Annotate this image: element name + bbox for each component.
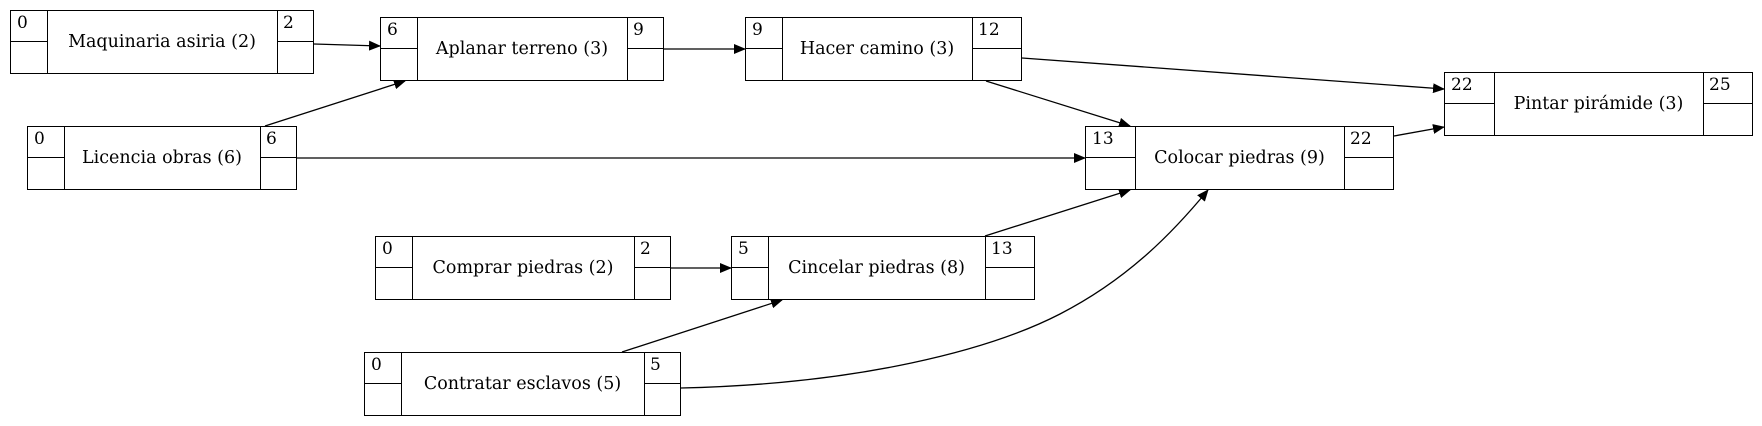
node-early-start: 0 xyxy=(365,353,401,384)
node-late-start-slot xyxy=(365,384,401,415)
node-divider-left xyxy=(1135,127,1136,189)
node-divider-left xyxy=(417,18,418,80)
node-late-start-slot xyxy=(381,49,417,80)
node-late-finish-slot xyxy=(972,49,1021,80)
node-divider-left xyxy=(782,18,783,80)
node-early-start: 0 xyxy=(376,237,412,268)
node-late-start-slot xyxy=(746,49,782,80)
node-early-start: 5 xyxy=(732,237,768,268)
node-late-finish-slot xyxy=(634,268,670,299)
node-late-start-slot xyxy=(1445,104,1494,135)
node-divider-left xyxy=(47,11,48,73)
node-late-finish-slot xyxy=(277,42,313,73)
node-divider-right xyxy=(985,237,986,299)
node-early-start: 9 xyxy=(746,18,782,49)
node-early-finish: 2 xyxy=(634,237,670,268)
node-divider-left xyxy=(412,237,413,299)
node-divider-right xyxy=(634,237,635,299)
node-label: Licencia obras (6) xyxy=(82,148,242,168)
edge-licencia-to-aplanar xyxy=(264,79,406,127)
node-label: Comprar piedras (2) xyxy=(432,258,614,278)
node-label: Contratar esclavos (5) xyxy=(423,374,622,394)
node-late-finish-slot xyxy=(1344,158,1393,189)
edge-camino-to-colocar xyxy=(985,80,1131,128)
node-divider-right xyxy=(260,127,261,189)
node-late-finish-slot xyxy=(627,49,663,80)
node-early-start: 0 xyxy=(28,127,64,158)
node-label: Cincelar piedras (8) xyxy=(788,258,965,278)
edge-colocar-to-pintar xyxy=(1393,124,1445,137)
node-divider-left xyxy=(768,237,769,299)
node-label: Aplanar terreno (3) xyxy=(435,39,609,59)
edge-maquinaria-to-aplanar xyxy=(313,40,381,51)
node-early-finish: 5 xyxy=(644,353,680,384)
node-divider-right xyxy=(277,11,278,73)
node-late-start-slot xyxy=(376,268,412,299)
node-divider-right xyxy=(1703,73,1704,135)
node-divider-right xyxy=(644,353,645,415)
edge-cincelar-to-colocar xyxy=(984,188,1131,237)
node-early-finish: 12 xyxy=(972,18,1021,49)
node-early-finish: 6 xyxy=(260,127,296,158)
node-early-finish: 22 xyxy=(1344,127,1393,158)
node-late-start-slot xyxy=(1086,158,1135,189)
node-early-finish: 25 xyxy=(1703,73,1752,104)
node-late-start-slot xyxy=(732,268,768,299)
node-late-finish-slot xyxy=(985,268,1034,299)
node-label: Maquinaria asiria (2) xyxy=(68,32,256,52)
node-label: Colocar piedras (9) xyxy=(1154,148,1325,168)
node-early-finish: 13 xyxy=(985,237,1034,268)
edge-contratar-to-colocar xyxy=(680,189,1209,389)
node-late-start-slot xyxy=(28,158,64,189)
node-divider-left xyxy=(401,353,402,415)
node-late-start-slot xyxy=(11,42,47,73)
node-divider-right xyxy=(972,18,973,80)
node-divider-right xyxy=(1344,127,1345,189)
node-late-finish-slot xyxy=(1703,104,1752,135)
node-label: Pintar pirámide (3) xyxy=(1513,94,1684,114)
edge-contratar-to-cincelar xyxy=(621,298,783,353)
node-early-start: 13 xyxy=(1086,127,1135,158)
node-late-finish-slot xyxy=(260,158,296,189)
node-early-start: 6 xyxy=(381,18,417,49)
node-label: Hacer camino (3) xyxy=(799,39,955,59)
node-late-finish-slot xyxy=(644,384,680,415)
node-early-start: 0 xyxy=(11,11,47,42)
node-divider-left xyxy=(1494,73,1495,135)
node-divider-right xyxy=(627,18,628,80)
node-early-finish: 9 xyxy=(627,18,663,49)
edge-camino-to-pintar xyxy=(1021,57,1445,94)
node-early-start: 22 xyxy=(1445,73,1494,104)
node-early-finish: 2 xyxy=(277,11,313,42)
node-divider-left xyxy=(64,127,65,189)
